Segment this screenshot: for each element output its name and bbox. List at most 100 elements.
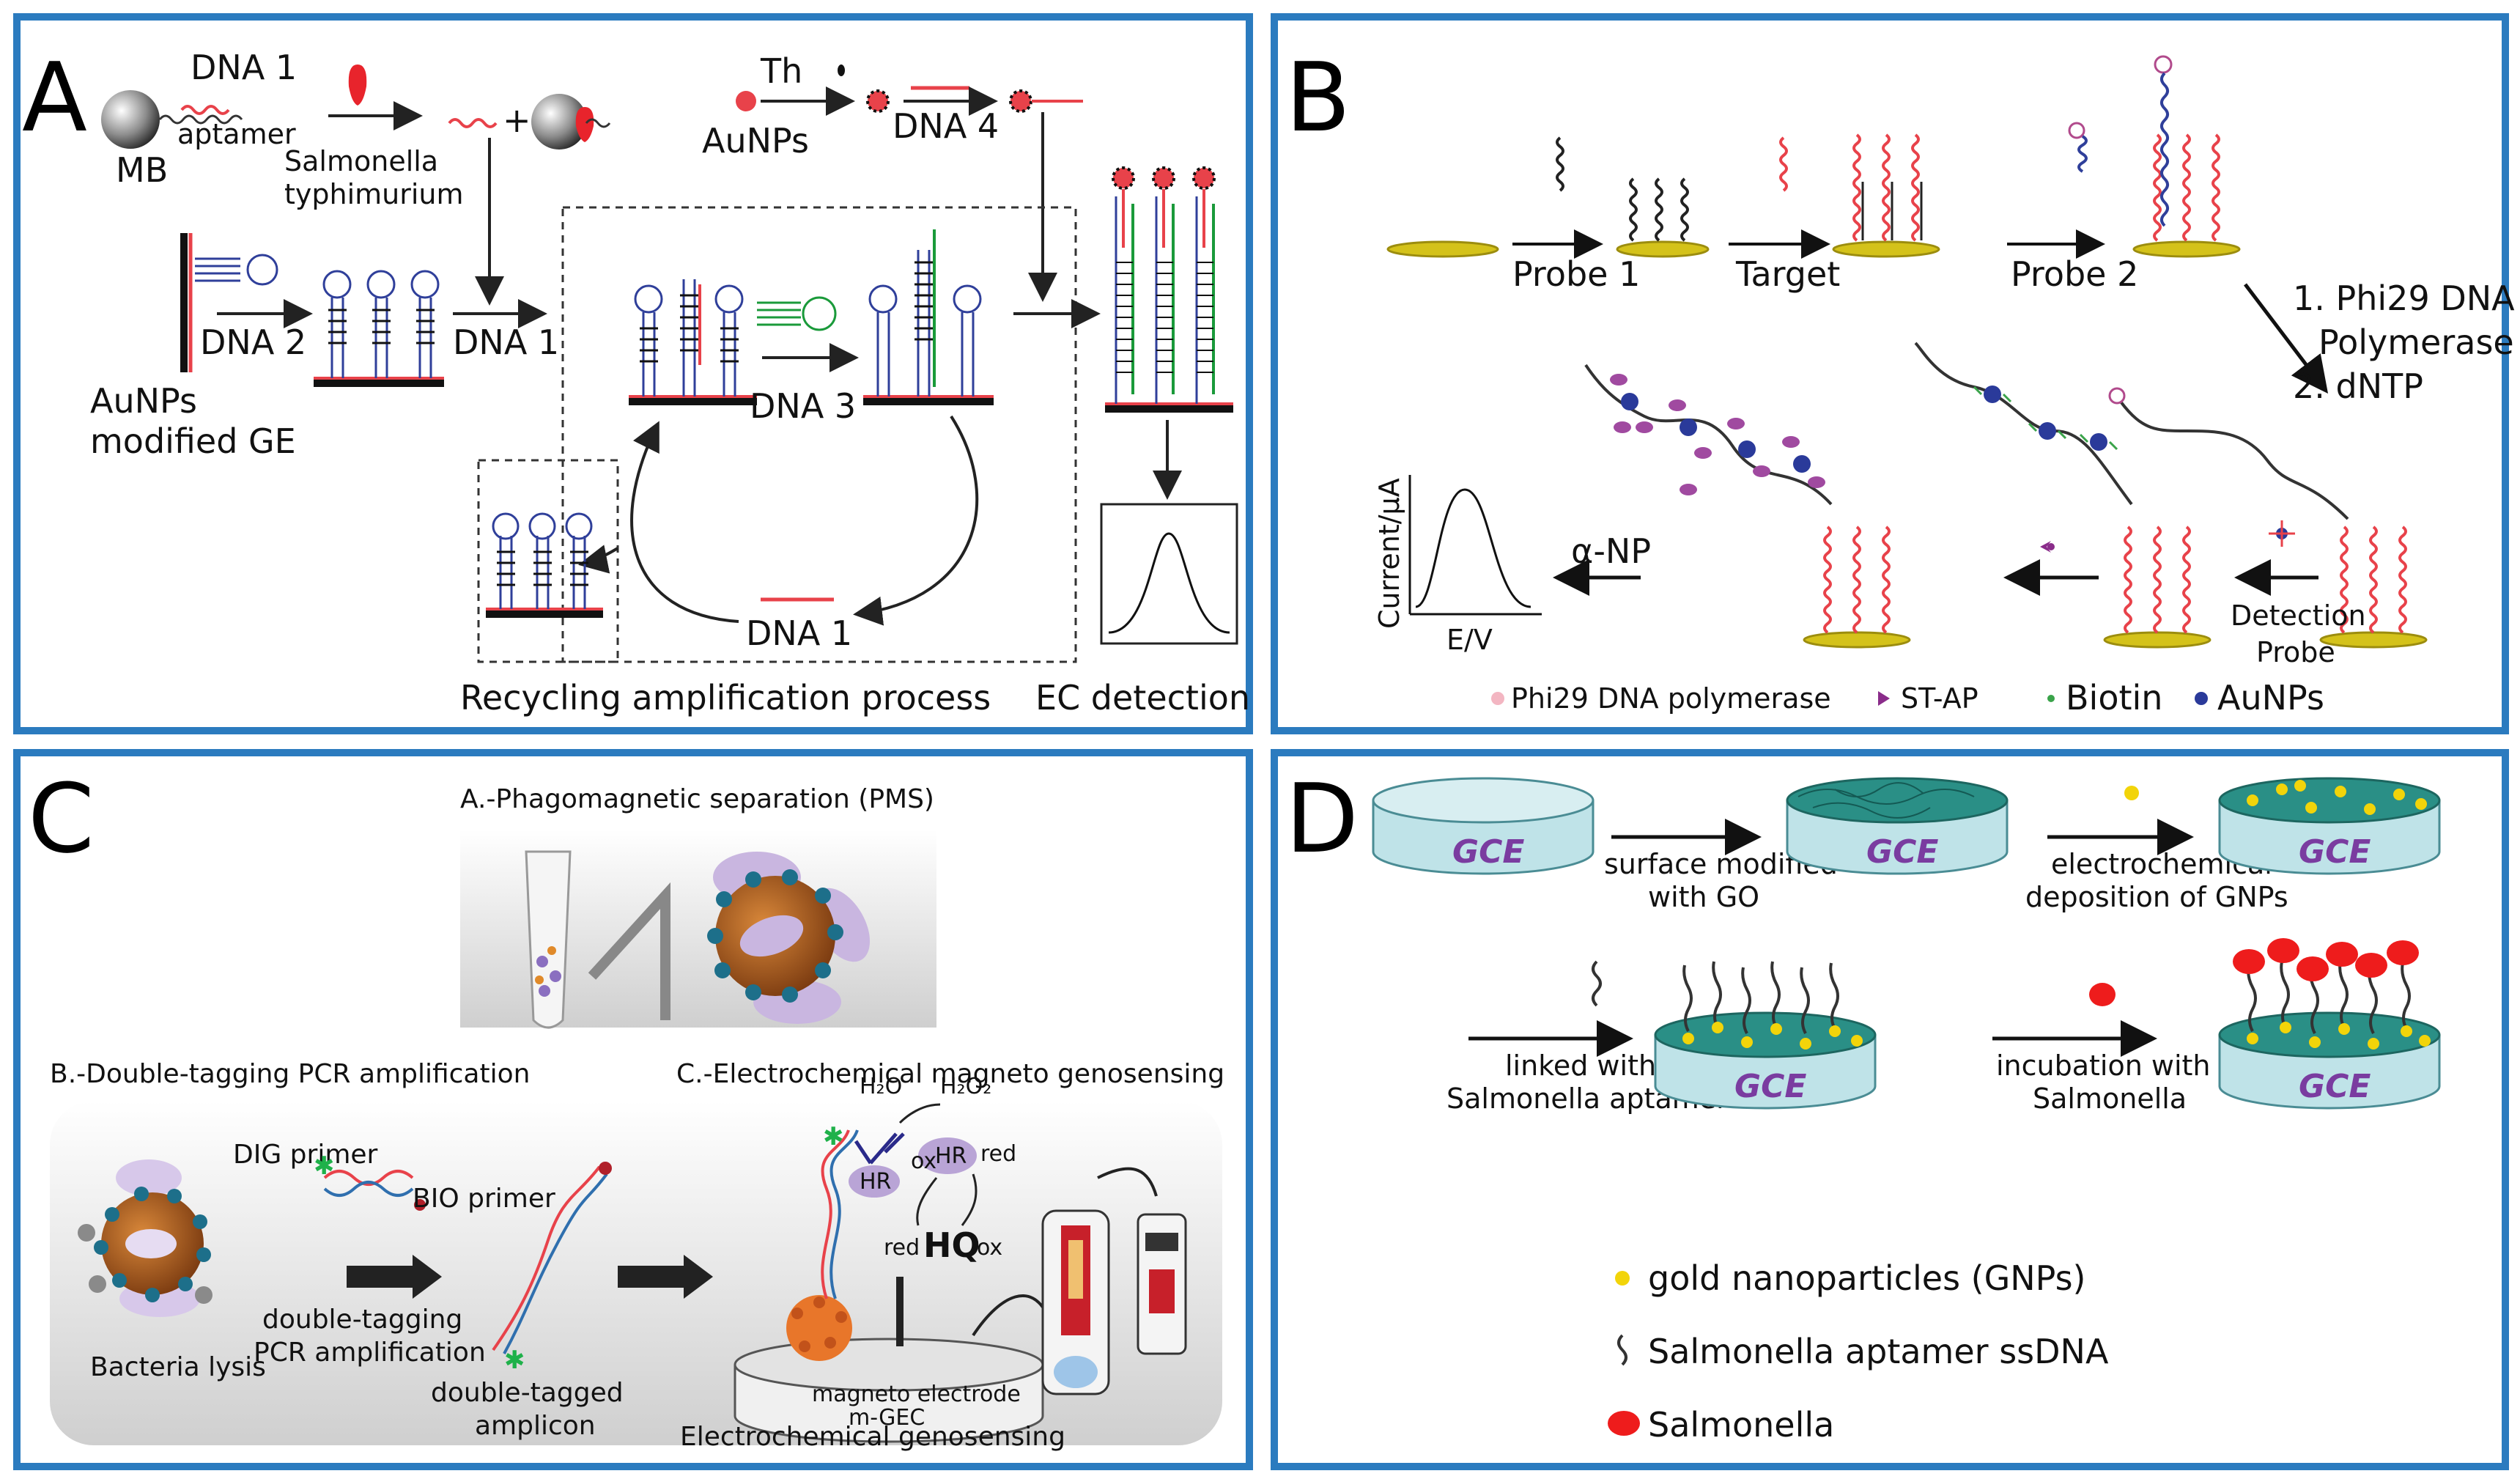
phi29-step1b: Polymerase: [2318, 322, 2514, 362]
step3-label-a: linked with: [1505, 1050, 1656, 1082]
panel-b-letter: B: [1285, 42, 1350, 153]
target-label: Target: [1735, 254, 1840, 294]
legend-aunps: AuNPs: [2217, 678, 2324, 718]
h2o-label: H₂O: [860, 1074, 902, 1099]
amplicon-label-2: amplicon: [475, 1411, 596, 1441]
magnet-icon: [588, 882, 670, 1020]
electrode-label-1: magneto electrode: [812, 1382, 1021, 1407]
hrp-label-1: HR: [860, 1169, 891, 1195]
probe2-label: Probe 2: [2011, 254, 2138, 294]
lysis-bead: [78, 1159, 213, 1317]
panel-a-diagram: A DNA 1 aptamer MB Salmonella typhimuriu…: [22, 42, 1250, 718]
st-ap-legend-icon: [1878, 691, 1890, 706]
gold-electrode: [180, 233, 188, 372]
th-label: Th: [760, 51, 802, 91]
amplicon-icon: ✱: [492, 1162, 612, 1375]
phi29-legend-icon: [1491, 692, 1504, 705]
alpha-np-label: α-NP: [1571, 531, 1651, 571]
step1-label-b: with GO: [1648, 881, 1759, 913]
title-pms: A.-Phagomagnetic separation (PMS): [460, 784, 934, 814]
legend-aptamer: Salmonella aptamer ssDNA: [1648, 1332, 2109, 1371]
panel-d-diagram: D GCE surface modified with GO GCE elect…: [1285, 763, 2441, 1445]
panel-c-letter: C: [28, 763, 95, 874]
hrp-enzyme-2: [918, 1137, 977, 1174]
genosensing-label: Electrochemical genosensing: [680, 1422, 1065, 1452]
recycling-label: Recycling amplification process: [460, 678, 991, 718]
dna2-label: DNA 2: [200, 322, 306, 362]
hairpin-array-2: [629, 279, 757, 405]
salmonella-drop: [348, 64, 367, 106]
dpv-plot: Current/μA E/V: [1373, 475, 1542, 656]
panel-d: D GCE surface modified with GO GCE elect…: [1271, 749, 2509, 1470]
pcr-label-2: PCR amplification: [254, 1338, 486, 1368]
phage-bead: [707, 852, 871, 1024]
magnet-tube: [1041, 1167, 1187, 1395]
ox-label-1: ox: [911, 1148, 936, 1174]
tube-icon: [525, 850, 572, 1029]
step2-label-b: deposition of GNPs: [2025, 881, 2288, 913]
phi29-step2: 2. dNTP: [2293, 366, 2423, 406]
svg-text:+: +: [503, 100, 531, 140]
dna3-hairpin: [757, 296, 837, 331]
svg-text:✱: ✱: [504, 1346, 525, 1375]
dna4-label: DNA 4: [893, 106, 999, 146]
arrow-pcr: [347, 1255, 442, 1299]
ec-detection-array: [1105, 166, 1233, 413]
panel-a: A DNA 1 aptamer MB Salmonella typhimuriu…: [13, 13, 1253, 734]
st-ap-icon: [2040, 541, 2055, 553]
dpv-ylabel: Current/μA: [1373, 478, 1405, 629]
aptamer-strand: [158, 114, 243, 125]
dna1-label: DNA 1: [191, 48, 297, 87]
arrow-geno: [618, 1255, 713, 1299]
panel-c: C A.-Phagomagnetic separation (PMS) B.-D…: [13, 749, 1253, 1470]
gnp-legend-icon: [1615, 1271, 1630, 1286]
dna3-label: DNA 3: [750, 386, 856, 426]
panel-c-diagram: C A.-Phagomagnetic separation (PMS) B.-D…: [28, 763, 1224, 1452]
gce-label-5: GCE: [2299, 1068, 2371, 1105]
hrp-enzyme-1: [849, 1165, 900, 1198]
gce-bare: GCE: [1372, 777, 1595, 875]
step4-label-b: Salmonella: [2033, 1082, 2187, 1115]
panel-b: B Probe 1 Target Probe 2 1. Phi29 DNA Po…: [1271, 13, 2515, 734]
gce-label-3: GCE: [2299, 833, 2371, 871]
gce-go: GCE: [1786, 777, 2009, 875]
electrode-label-1: AuNPs: [90, 381, 197, 421]
gce-salmonella: GCE: [2218, 938, 2441, 1110]
legend-st-ap: ST-AP: [1901, 682, 1978, 715]
legend-biotin: Biotin: [2066, 678, 2162, 718]
legend-phi29: Phi29 DNA polymerase: [1511, 682, 1831, 715]
salmonella-label-2: typhimurium: [284, 178, 464, 210]
spiky-bead: [786, 1295, 852, 1361]
gce-aptamer: GCE: [1654, 961, 1877, 1110]
svg-text:✱: ✱: [823, 1122, 844, 1151]
panel-b-legend: Phi29 DNA polymerase ST-AP Biotin AuNPs: [1491, 678, 2324, 718]
aunps-legend-icon: [2195, 692, 2208, 705]
aunps-label: AuNPs: [702, 121, 809, 161]
hairpin-array-4: [486, 512, 603, 618]
red-label-1: red: [980, 1141, 1016, 1167]
dna1-label-b: DNA 1: [453, 322, 559, 362]
dig-primer-label: DIG primer: [233, 1140, 378, 1170]
aptamer-label: aptamer: [177, 118, 296, 150]
panel-d-legend: gold nanoparticles (GNPs) Salmonella apt…: [1608, 1258, 2109, 1445]
magnetic-bead: [101, 90, 160, 149]
panel-b-diagram: B Probe 1 Target Probe 2 1. Phi29 DNA Po…: [1285, 42, 2515, 718]
hairpin-array-3: [863, 229, 994, 405]
pcr-label-1: double-tagging: [262, 1305, 462, 1335]
hq-label: HQ: [923, 1225, 980, 1265]
step4-label-a: incubation with: [1996, 1050, 2211, 1082]
ec-detection-label: EC detection: [1035, 678, 1250, 718]
dpv-xlabel: E/V: [1446, 624, 1493, 656]
electrode-label-2: modified GE: [90, 421, 296, 461]
title-genosensing: C.-Electrochemical magneto genosensing: [676, 1059, 1224, 1089]
detection-probe-icon: [2269, 520, 2295, 547]
bio-primer-label: BIO primer: [413, 1184, 555, 1214]
red-label-2: red: [884, 1235, 920, 1261]
gce-label-4: GCE: [1734, 1068, 1806, 1105]
detection-label-2: Probe: [2256, 636, 2335, 668]
panel-a-letter: A: [22, 42, 87, 153]
probe1-label: Probe 1: [1512, 254, 1640, 294]
gnp-dot: [2124, 786, 2139, 800]
mb-label: MB: [116, 150, 168, 190]
panel-d-letter: D: [1285, 763, 1359, 874]
